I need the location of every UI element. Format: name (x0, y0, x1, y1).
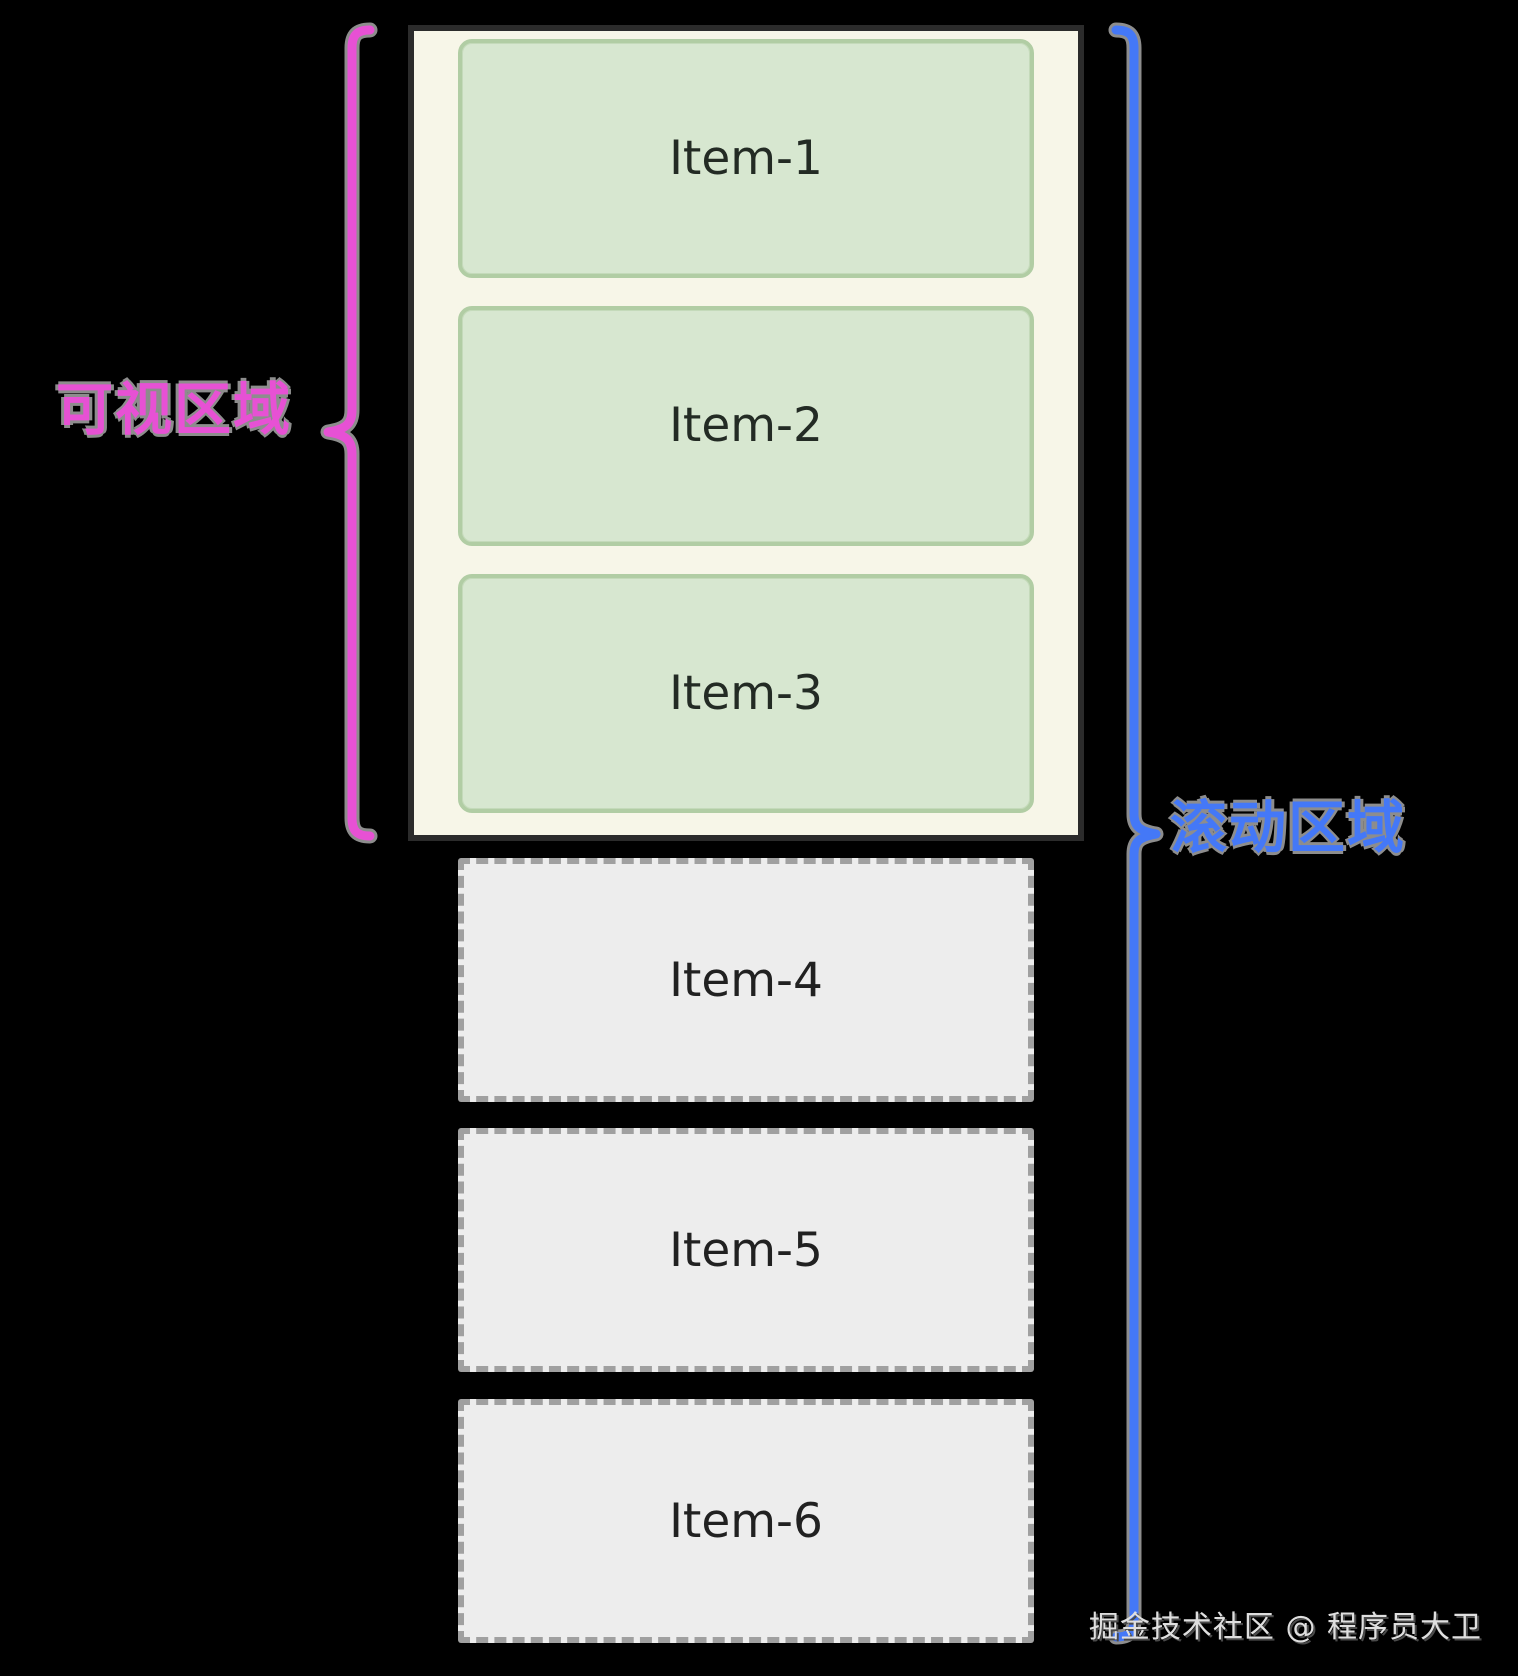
item-label: Item-4 (669, 952, 823, 1008)
viewport-brace-stroke (323, 25, 375, 841)
visible-item: Item-2 (458, 306, 1034, 546)
item-label: Item-2 (669, 398, 823, 454)
visible-item: Item-3 (458, 573, 1034, 813)
item-label: Item-3 (669, 665, 823, 721)
viewport-label: 可视区域 (56, 377, 292, 443)
item-label: Item-6 (669, 1493, 823, 1549)
scroll-brace-stroke (1111, 25, 1161, 1642)
scroll-brace (1108, 22, 1164, 1645)
visible-item: Item-1 (458, 39, 1034, 279)
hidden-item: Item-6 (458, 1399, 1034, 1643)
item-label: Item-1 (669, 131, 823, 187)
hidden-item: Item-5 (458, 1128, 1034, 1372)
watermark: 掘金技术社区 @ 程序员大卫 (1088, 1610, 1482, 1645)
hidden-item: Item-4 (458, 858, 1034, 1102)
viewport-container: Item-1 Item-2 Item-3 (408, 25, 1084, 841)
scroll-area-label: 滚动区域 (1170, 795, 1406, 861)
viewport-brace (320, 22, 378, 844)
item-label: Item-5 (669, 1222, 823, 1278)
